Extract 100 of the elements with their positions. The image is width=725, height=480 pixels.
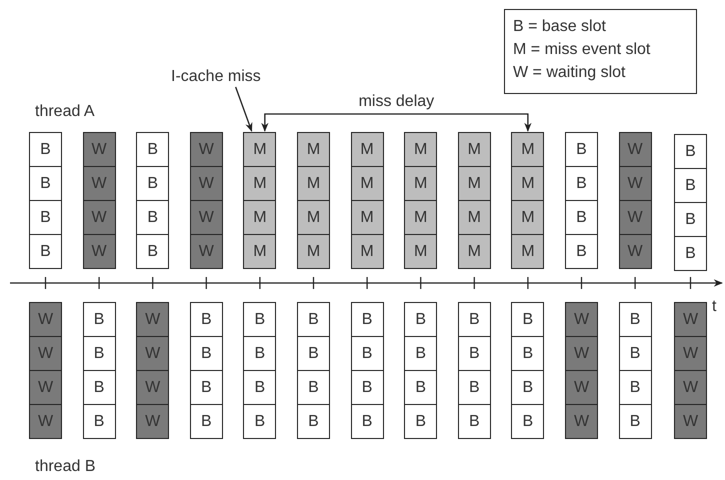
time-slot: M	[243, 234, 276, 269]
time-slot: B	[618, 336, 652, 371]
time-slot: B	[565, 132, 598, 167]
annotation-text: I-cache miss	[171, 67, 261, 86]
time-slot: W	[82, 166, 116, 201]
time-slot: B	[190, 370, 223, 405]
time-slot: W	[674, 302, 707, 337]
time-slot: W	[82, 132, 116, 167]
time-slot: B	[565, 166, 598, 201]
time-slot: M	[511, 200, 544, 235]
time-slot: B	[565, 234, 598, 269]
time-slot: B	[136, 200, 170, 235]
time-slot: W	[618, 132, 652, 167]
time-slot: W	[29, 370, 62, 405]
time-slot: W	[136, 404, 170, 439]
time-slot: B	[565, 200, 598, 235]
time-slot: M	[350, 132, 384, 167]
time-slot: M	[297, 234, 330, 269]
time-slot: M	[511, 234, 544, 269]
time-slot: B	[29, 234, 62, 269]
time-slot: M	[511, 166, 544, 201]
time-slot: M	[243, 166, 276, 201]
time-slot: B	[350, 336, 384, 371]
time-slot: B	[243, 370, 276, 405]
time-slot: M	[404, 166, 438, 201]
time-slot: B	[82, 336, 116, 371]
time-slot: B	[297, 370, 330, 405]
time-slot: W	[136, 336, 170, 371]
time-slot: B	[674, 134, 707, 169]
time-slot: B	[29, 132, 62, 167]
time-slot: B	[404, 370, 438, 405]
time-slot: B	[297, 336, 330, 371]
time-slot: W	[565, 370, 598, 405]
time-slot: M	[243, 200, 276, 235]
time-slot: M	[458, 166, 491, 201]
time-slot: B	[350, 302, 384, 337]
time-slot: B	[297, 404, 330, 439]
time-slot: W	[29, 336, 62, 371]
time-slot: M	[458, 234, 491, 269]
time-slot: W	[29, 302, 62, 337]
time-slot: B	[618, 370, 652, 405]
time-slot: W	[190, 234, 223, 269]
time-slot: W	[565, 302, 598, 337]
time-slot: M	[458, 132, 491, 167]
time-slot: B	[458, 404, 491, 439]
time-slot: B	[136, 234, 170, 269]
time-slot: B	[458, 302, 491, 337]
time-slot: W	[565, 336, 598, 371]
time-slot: M	[243, 132, 276, 167]
time-slot: B	[674, 202, 707, 237]
time-slot: M	[511, 132, 544, 167]
time-slot: M	[297, 166, 330, 201]
time-slot: W	[29, 404, 62, 439]
time-slot: B	[618, 302, 652, 337]
time-slot: B	[674, 236, 707, 271]
span-arrow	[261, 113, 532, 132]
time-slot: B	[243, 404, 276, 439]
time-slot: W	[618, 166, 652, 201]
time-slot: B	[190, 336, 223, 371]
thread-label: thread A	[35, 102, 95, 121]
time-slot: B	[404, 302, 438, 337]
axis-label: t	[712, 297, 716, 316]
time-slot: B	[29, 166, 62, 201]
time-slot: B	[404, 404, 438, 439]
time-slot: B	[458, 336, 491, 371]
time-slot: B	[136, 166, 170, 201]
legend-text: B = base slot	[513, 17, 607, 37]
time-slot: B	[511, 370, 544, 405]
time-slot: M	[297, 200, 330, 235]
time-slot: W	[190, 166, 223, 201]
thread-label: thread B	[35, 457, 96, 476]
time-slot: B	[458, 370, 491, 405]
time-slot: B	[243, 302, 276, 337]
time-slot: B	[618, 404, 652, 439]
time-slot: B	[297, 302, 330, 337]
time-slot: W	[674, 336, 707, 371]
time-slot: W	[618, 200, 652, 235]
time-slot: W	[565, 404, 598, 439]
time-slot: M	[350, 234, 384, 269]
time-slot: W	[82, 200, 116, 235]
time-slot: B	[29, 200, 62, 235]
time-slot: B	[82, 302, 116, 337]
time-slot: W	[82, 234, 116, 269]
time-slot: B	[136, 132, 170, 167]
time-slot: B	[190, 302, 223, 337]
time-slot: M	[350, 200, 384, 235]
time-slot: W	[136, 370, 170, 405]
time-slot: W	[136, 302, 170, 337]
time-slot: B	[511, 302, 544, 337]
time-slot: B	[82, 370, 116, 405]
time-slot: M	[350, 166, 384, 201]
time-slot: B	[82, 404, 116, 439]
time-slot: B	[350, 404, 384, 439]
time-slot: W	[674, 370, 707, 405]
time-slot: M	[297, 132, 330, 167]
time-slot: W	[190, 132, 223, 167]
leader-line	[235, 86, 252, 132]
legend-panel	[504, 9, 697, 94]
time-slot: M	[404, 200, 438, 235]
time-slot: B	[511, 336, 544, 371]
